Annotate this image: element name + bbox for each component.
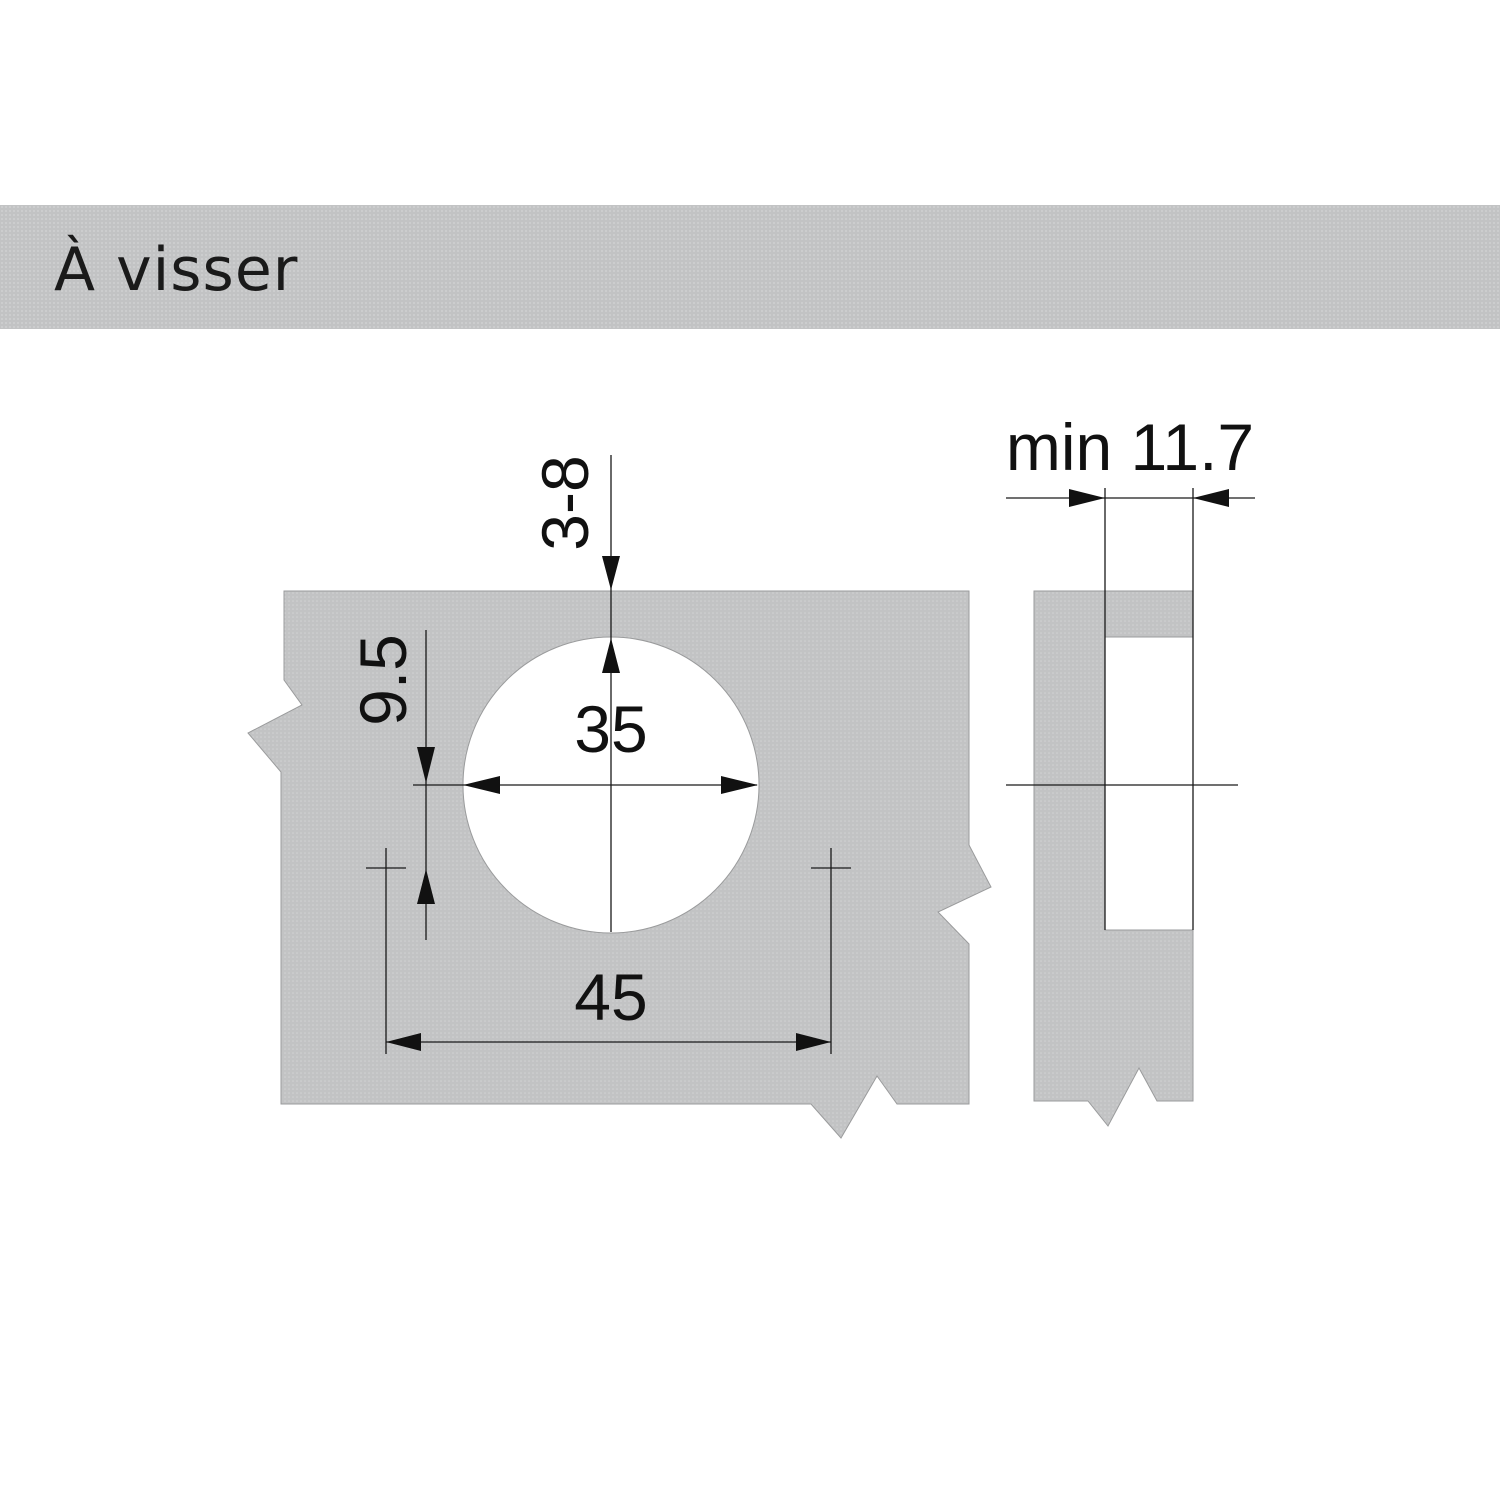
page-title: À visser — [54, 235, 299, 305]
arrow-left-icon — [386, 1033, 421, 1051]
arrow-down-icon — [417, 747, 435, 783]
edge-distance-label: 3-8 — [528, 455, 602, 550]
arrow-right-icon — [1069, 489, 1105, 507]
screw-spacing-label: 45 — [574, 960, 647, 1034]
header-band — [0, 205, 1500, 329]
arrow-right-icon — [796, 1033, 831, 1051]
arrow-up-icon — [417, 869, 435, 904]
cup-recess — [1104, 636, 1194, 931]
hole-offset-label: 9.5 — [346, 634, 420, 726]
min-thickness-label: min 11.7 — [1006, 410, 1254, 484]
arrow-left-icon — [463, 776, 500, 794]
hole-diameter-label: 35 — [574, 692, 647, 766]
arrow-up-icon — [602, 638, 620, 673]
arrow-right-icon — [721, 776, 758, 794]
arrow-left-icon — [1193, 489, 1229, 507]
arrow-down-icon — [602, 556, 620, 590]
